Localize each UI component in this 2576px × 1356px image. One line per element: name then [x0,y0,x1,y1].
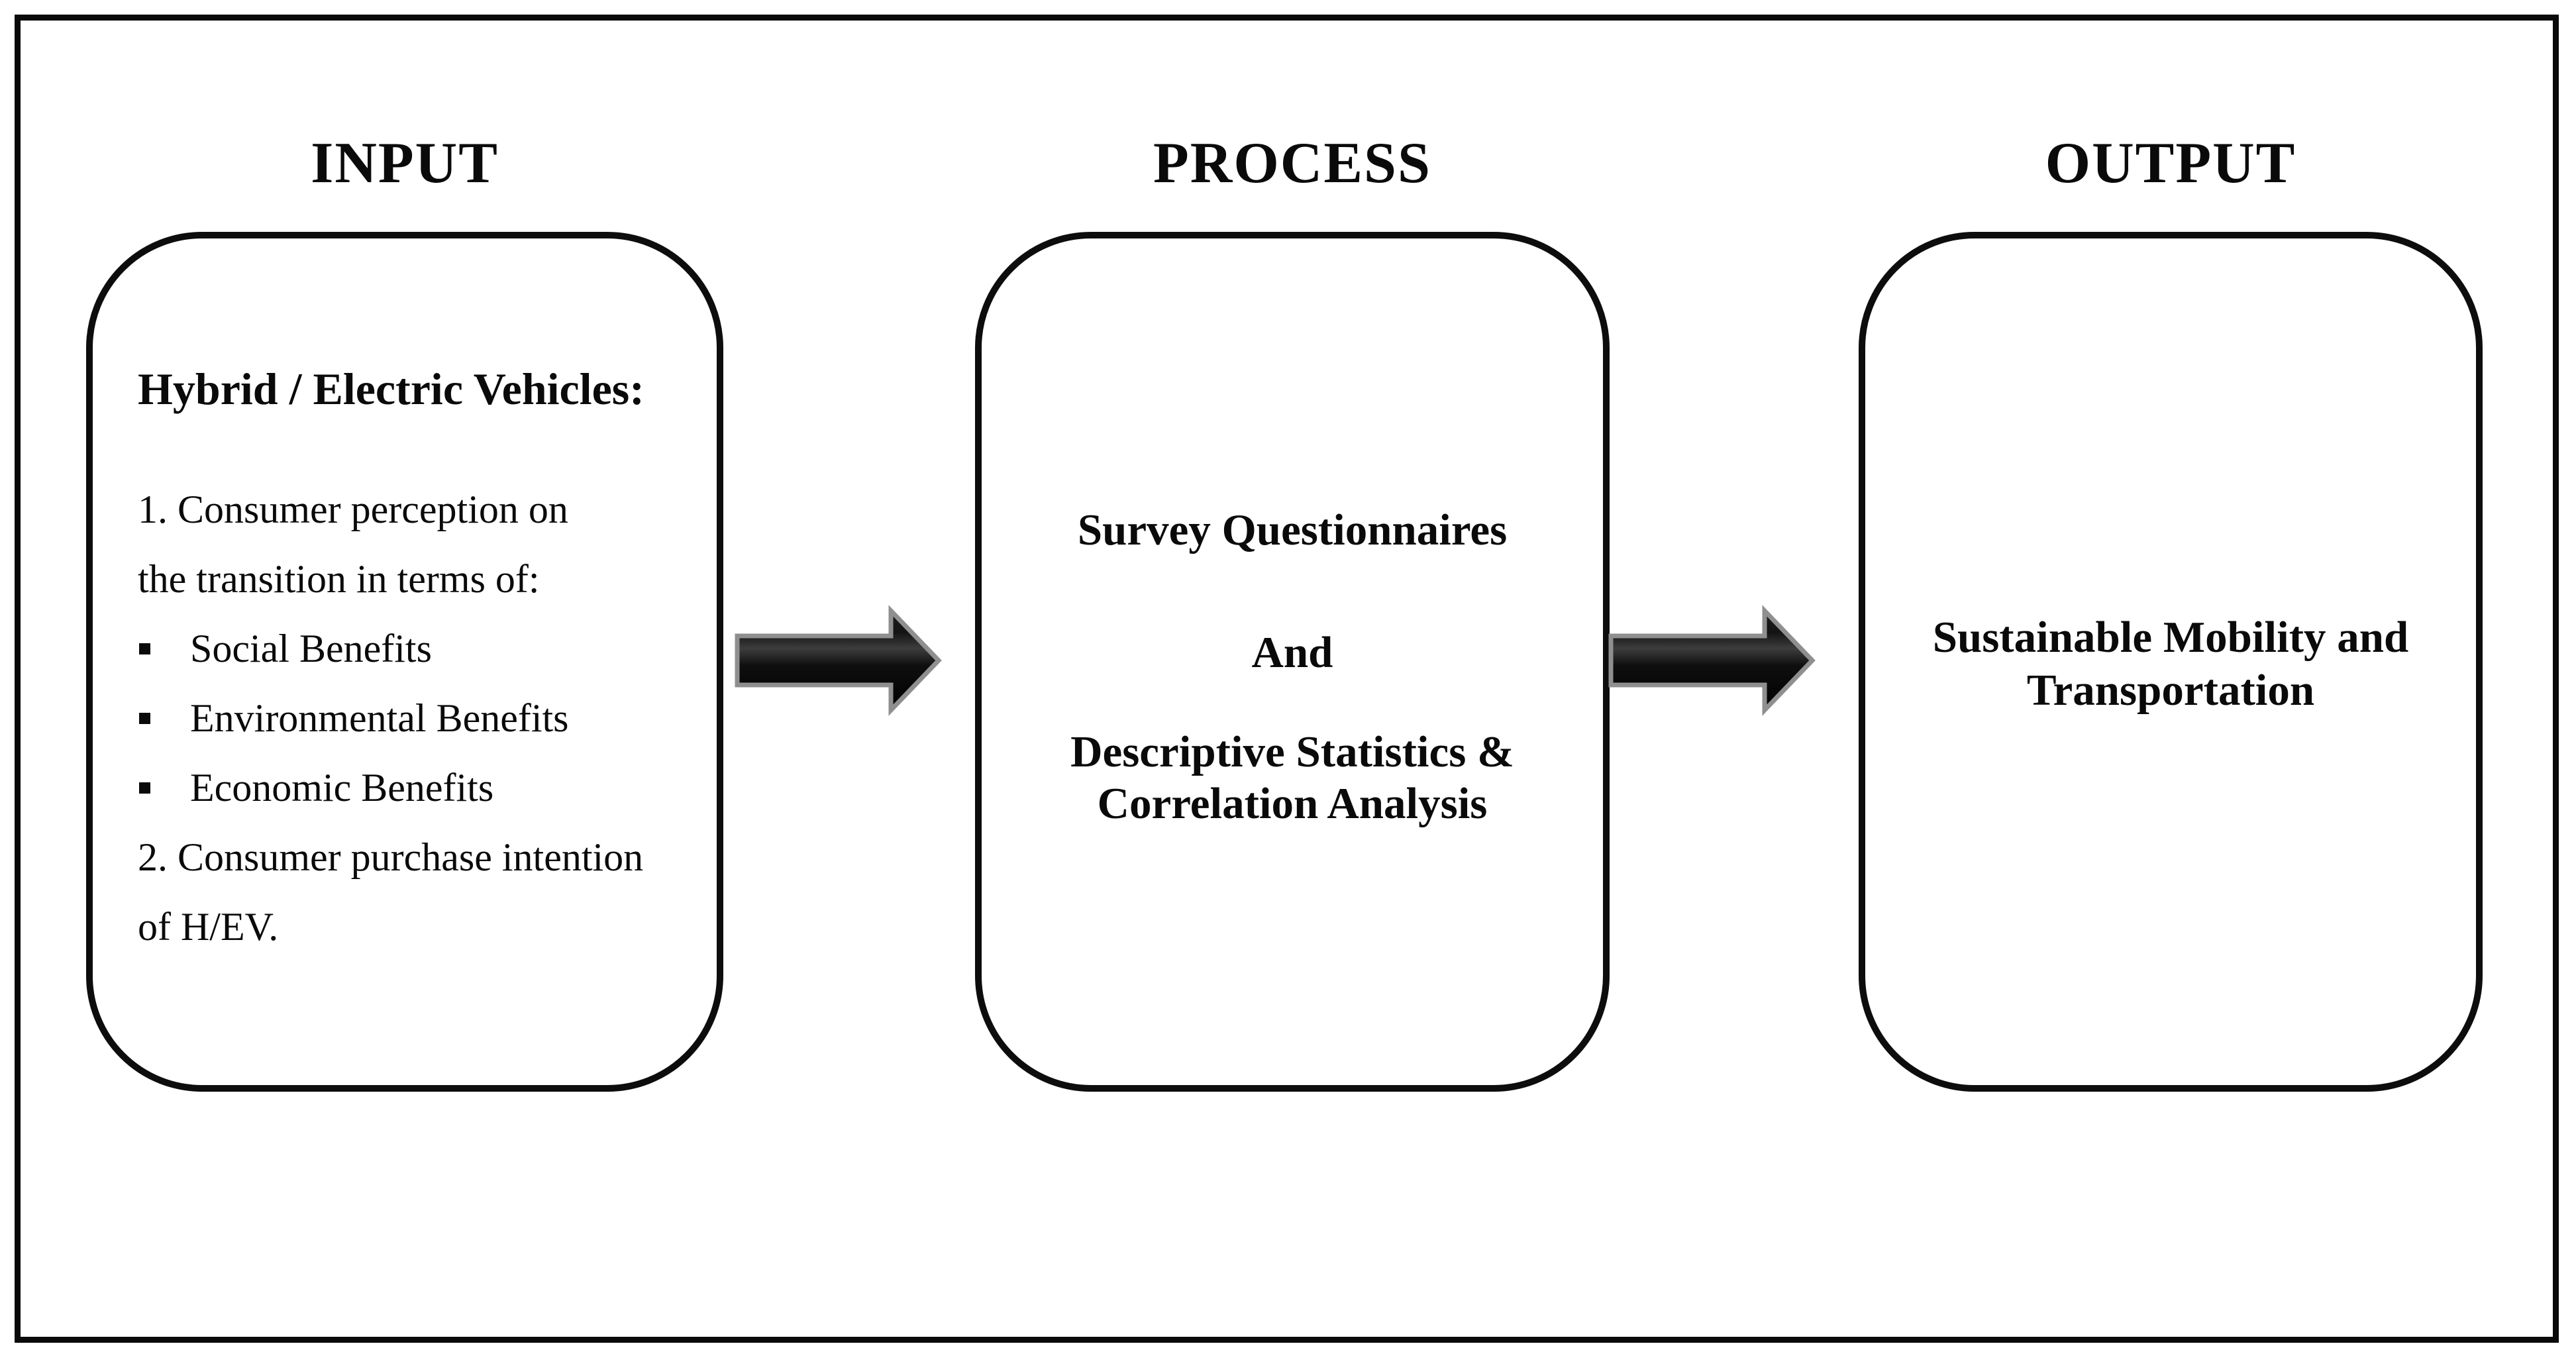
list-item: Economic Benefits [138,753,703,823]
process-box-line: Correlation Analysis [1097,779,1488,828]
output-box-line-group: Sustainable Mobility and Transportation [1875,611,2466,717]
process-box-line: Descriptive Statistics & [1070,727,1514,776]
list-item: 2. Consumer purchase intention [138,823,703,892]
bullet-square-icon [139,643,150,654]
arrow-right-icon-input-to-process [735,605,942,716]
arrow-right-shape [735,605,942,716]
list-item: 1. Consumer perception on [138,475,703,545]
bullet-square-icon [139,713,150,724]
list-item: Social Benefits [138,614,703,684]
process-box-line: Survey Questionnaires [1077,505,1508,554]
column-heading-input: INPUT [311,131,499,195]
list-item: Environmental Benefits [138,684,703,753]
process-box-line: And [1251,628,1333,677]
output-box-line: Transportation [2026,666,2315,715]
list-item-text: Economic Benefits [190,766,494,809]
column-heading-process: PROCESS [1153,131,1431,195]
list-item-text: of H/EV. [138,905,279,949]
list-item-text: 2. Consumer purchase intention [138,835,644,879]
arrow-right-shape [1608,605,1816,716]
input-box-title: Hybrid / Electric Vehicles: [138,364,644,414]
list-item-text: the transition in terms of: [138,557,540,601]
process-box-line-group: Descriptive Statistics & Correlation Ana… [992,726,1593,829]
bullet-square-icon [139,782,150,794]
process-box: Survey Questionnaires And Descriptive St… [975,232,1610,1092]
output-box-line: Sustainable Mobility and [1932,613,2409,662]
output-box: Sustainable Mobility and Transportation [1859,232,2483,1092]
input-box-list: 1. Consumer perception on the transition… [138,475,703,962]
list-item: of H/EV. [138,892,703,962]
input-box: Hybrid / Electric Vehicles: 1. Consumer … [86,232,723,1092]
arrow-right-icon-process-to-output [1608,605,1816,716]
list-item-text: 1. Consumer perception on [138,488,568,531]
page-border [15,15,2559,1343]
list-item-text: Environmental Benefits [190,696,569,740]
list-item-text: Social Benefits [190,627,432,670]
list-item: the transition in terms of: [138,545,703,614]
column-heading-output: OUTPUT [2045,131,2296,195]
